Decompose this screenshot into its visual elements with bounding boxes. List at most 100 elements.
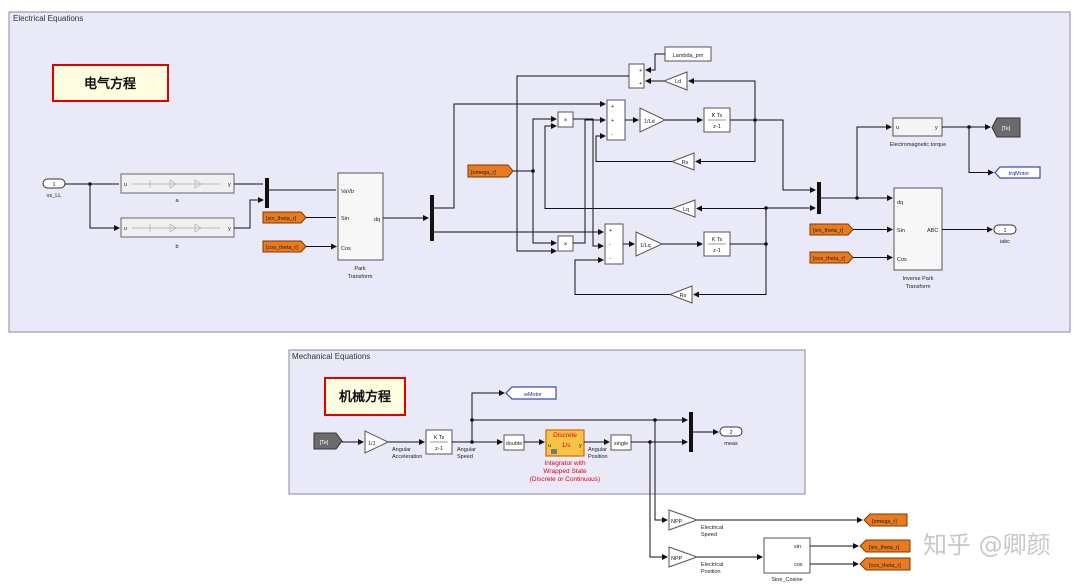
sine-cosine-port-cos: cos bbox=[794, 562, 803, 568]
gain-npp-speed[interactable] bbox=[668, 509, 699, 531]
gain-rs-q[interactable] bbox=[668, 285, 693, 304]
inverse-park-block[interactable] bbox=[893, 187, 943, 271]
gain-lq[interactable] bbox=[670, 199, 696, 218]
goto-te-label: [Te] bbox=[1002, 126, 1011, 132]
constant-lambda-pm-label: Lambda_pm bbox=[673, 53, 704, 59]
from-sin-theta-r[interactable] bbox=[262, 211, 307, 224]
integrator-d-den: z-1 bbox=[713, 124, 721, 130]
inport-vs-ll-label: vs_LL bbox=[47, 193, 62, 199]
outport-meas[interactable] bbox=[719, 426, 743, 437]
goto-sin-theta-r[interactable] bbox=[859, 539, 911, 553]
park-port-sin: Sin bbox=[341, 216, 349, 222]
from-sin-theta-r-2[interactable] bbox=[809, 223, 854, 236]
park-label-2: Transform bbox=[348, 274, 373, 280]
gain-ld-label: Ld bbox=[675, 79, 681, 85]
gain-rs-d[interactable] bbox=[670, 152, 695, 171]
sine-cosine-port-sin: sin bbox=[794, 544, 801, 550]
sum-d-sign-1: + bbox=[611, 104, 614, 110]
gain-1-lq-label: 1/Lq bbox=[640, 243, 651, 249]
filter-a-out: y bbox=[228, 182, 231, 188]
electrical-speed-label-1: Electrical bbox=[701, 525, 723, 531]
goto-trqmotor[interactable] bbox=[994, 166, 1041, 179]
convert-double-label: double bbox=[506, 441, 523, 447]
sum-d[interactable] bbox=[606, 99, 626, 141]
multiply-d-label: × bbox=[564, 117, 568, 124]
outport-iabc-number: 1 bbox=[1003, 228, 1006, 234]
gain-1-ld[interactable] bbox=[639, 107, 667, 133]
electrical-panel bbox=[8, 11, 1071, 333]
from-cos-theta-r[interactable] bbox=[262, 240, 307, 253]
integrator-speed-num: K Ts bbox=[434, 435, 445, 441]
wrapped-out: y bbox=[579, 443, 582, 449]
sum-lambda-sign-2: + bbox=[639, 81, 642, 87]
from-sin-theta-r-2-label: [sin_theta_r] bbox=[813, 228, 844, 234]
integrator-q-den: z-1 bbox=[713, 248, 721, 254]
park-port-vavb: VaVb bbox=[341, 189, 354, 195]
gain-1-lq[interactable] bbox=[635, 231, 664, 257]
mechanical-panel-title: Mechanical Equations bbox=[292, 352, 370, 361]
park-port-dq: dq bbox=[374, 217, 380, 223]
angular-acceleration-label-2: Acceleration bbox=[392, 454, 422, 460]
filter-block-a[interactable] bbox=[120, 173, 235, 194]
inv-park-label-2: Transform bbox=[906, 284, 931, 290]
mux-meas[interactable] bbox=[689, 412, 693, 452]
goto-sin-theta-r-label: [sin_theta_r] bbox=[869, 545, 900, 551]
sum-q[interactable] bbox=[604, 223, 624, 265]
wrapped-label-1: Integrator with bbox=[544, 460, 586, 467]
from-te-label: [Te] bbox=[320, 440, 329, 446]
mux-dq[interactable] bbox=[817, 182, 821, 214]
goto-te[interactable] bbox=[991, 117, 1021, 138]
inv-park-label-1: Inverse Park bbox=[903, 276, 934, 282]
outport-iabc[interactable] bbox=[993, 224, 1017, 235]
angular-speed-label-1: Angular bbox=[457, 447, 476, 453]
park-transform-block[interactable] bbox=[337, 172, 384, 261]
wrapped-label-3: (Discrete or Continuous) bbox=[530, 476, 600, 483]
inv-park-port-abc: ABC bbox=[927, 228, 938, 234]
from-cos-theta-r-2[interactable] bbox=[809, 251, 854, 264]
inport-vs-ll-number: 1 bbox=[52, 182, 55, 188]
electrical-position-label-1: Electrical bbox=[701, 562, 723, 568]
sine-cosine-block[interactable] bbox=[763, 537, 811, 574]
sum-q-sign-1: + bbox=[609, 228, 612, 234]
filter-b-in: u bbox=[124, 226, 127, 232]
filter-block-b[interactable] bbox=[120, 217, 235, 238]
mux-ab[interactable] bbox=[265, 178, 269, 208]
electrical-position-label-2: Position bbox=[701, 569, 721, 575]
filter-b-label: b bbox=[175, 244, 178, 250]
mechanical-note bbox=[324, 377, 406, 416]
inv-park-port-dq: dq bbox=[897, 200, 903, 206]
from-te[interactable] bbox=[313, 432, 343, 450]
gain-npp-position[interactable] bbox=[668, 546, 699, 568]
inv-park-port-cos: Cos bbox=[897, 257, 907, 263]
integrator-d-num: K Ts bbox=[712, 113, 723, 119]
gain-1-j[interactable] bbox=[364, 430, 390, 454]
filter-a-in: u bbox=[124, 182, 127, 188]
sum-q-sign-3: - bbox=[609, 256, 611, 262]
angular-acceleration-label-1: Angular bbox=[392, 447, 411, 453]
convert-single-label: single bbox=[614, 441, 628, 447]
gain-ld[interactable] bbox=[662, 71, 688, 91]
watermark: 知乎 @卿颜 bbox=[923, 531, 1051, 559]
inv-park-port-sin: Sin bbox=[897, 228, 905, 234]
goto-omega-r[interactable] bbox=[863, 513, 908, 527]
integrator-q-num: K Ts bbox=[712, 237, 723, 243]
angular-position-label-1: Angular bbox=[588, 447, 607, 453]
integrator-speed-den: z-1 bbox=[435, 446, 443, 452]
gain-npp-speed-label: NPP bbox=[671, 519, 683, 525]
wrapped-top-label: Discrete bbox=[553, 432, 577, 439]
wrapped-label-2: Wrapped State bbox=[543, 468, 587, 475]
electrical-panel-title: Electrical Equations bbox=[13, 14, 83, 23]
goto-cos-theta-r[interactable] bbox=[859, 557, 911, 571]
wrapped-in: u bbox=[548, 443, 551, 449]
from-omega-r[interactable] bbox=[467, 164, 514, 178]
gain-1-ld-label: 1/Ld bbox=[644, 119, 655, 125]
goto-wmotor[interactable] bbox=[505, 386, 557, 400]
integrator-wrapped-state[interactable] bbox=[545, 429, 585, 457]
mechanical-note-text: 机械方程 bbox=[339, 389, 391, 405]
wrapped-mid-label: 1/s bbox=[562, 442, 571, 449]
goto-wmotor-label: wMotor bbox=[523, 392, 542, 398]
sine-cosine-label: Sine_Cosine bbox=[771, 577, 802, 583]
demux-dq[interactable] bbox=[430, 195, 434, 241]
angular-position-label-2: Position bbox=[588, 454, 608, 460]
from-sin-theta-r-label: [sin_theta_r] bbox=[266, 216, 297, 222]
